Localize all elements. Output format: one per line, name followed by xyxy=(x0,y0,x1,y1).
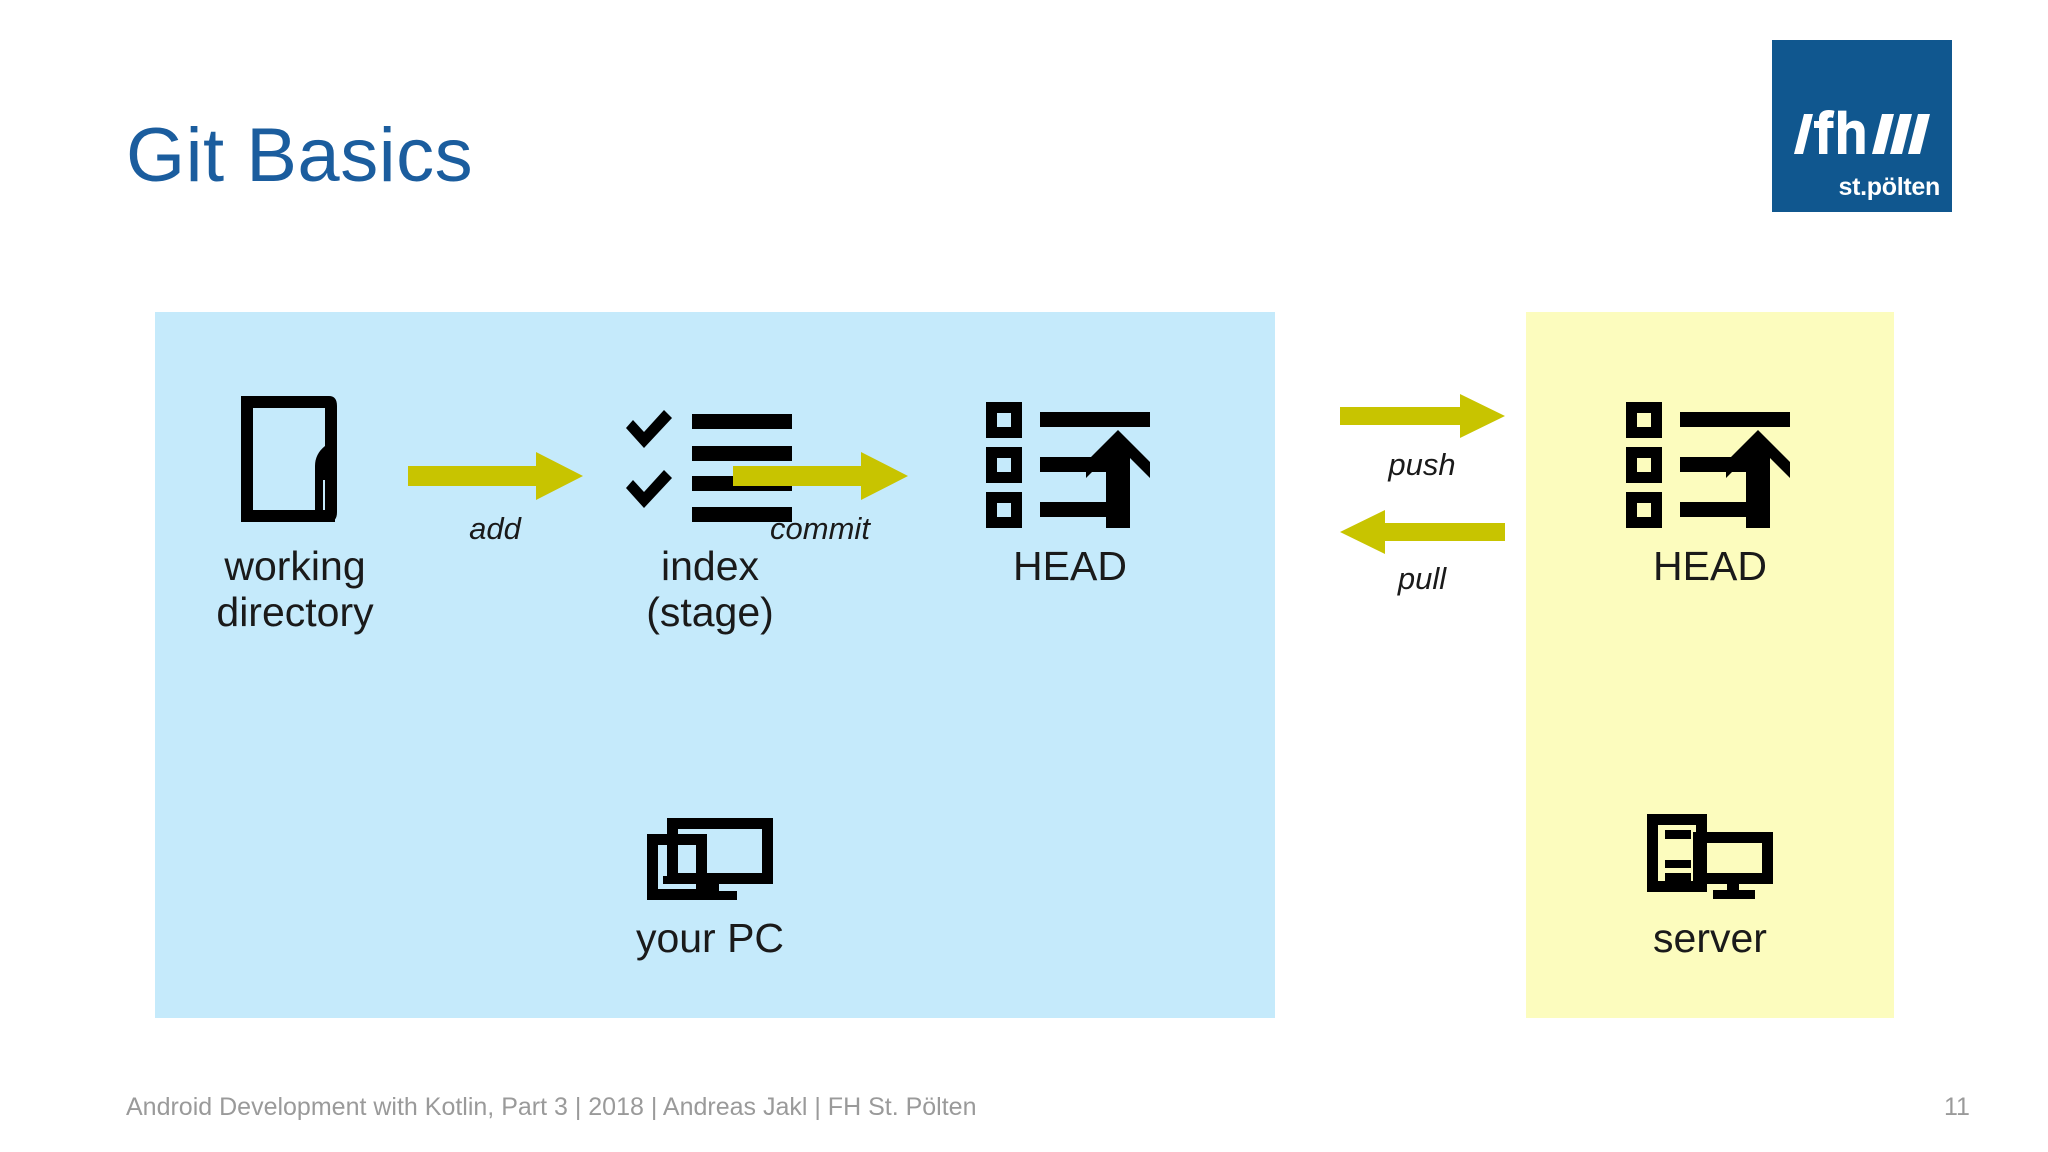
flow-push: push xyxy=(1322,394,1522,483)
flow-pull: pull xyxy=(1322,510,1522,597)
flow-add: add xyxy=(395,452,595,547)
page-title: Git Basics xyxy=(126,113,474,198)
flow-label: push xyxy=(1388,447,1456,482)
stage-label: HEAD xyxy=(1013,543,1127,589)
stage-label: HEAD xyxy=(1653,543,1767,589)
stage-icon-wrapper xyxy=(1570,380,1850,530)
remote-panel xyxy=(1526,312,1894,1018)
stage-icon-wrapper xyxy=(1570,810,1850,902)
flow-label: commit xyxy=(770,511,870,546)
stage-label: index (stage) xyxy=(646,543,774,635)
document-pen-icon xyxy=(241,396,337,522)
stage-label: your PC xyxy=(635,915,785,961)
arrow-left-icon xyxy=(1339,510,1505,554)
stage-working-directory: working directory xyxy=(155,380,435,636)
server-tower-icon xyxy=(1647,814,1773,899)
commit-list-arrow-icon xyxy=(1626,402,1790,528)
arrow-right-icon xyxy=(407,452,583,500)
desktop-pc-icon xyxy=(647,818,773,900)
stage-server: server xyxy=(1570,810,1850,962)
logo-subtitle: st.pölten xyxy=(1838,173,1941,201)
checklist-icon xyxy=(626,410,792,522)
arrow-right-icon xyxy=(1339,394,1505,438)
logo-mark-icon xyxy=(1794,110,1930,154)
footer-text: Android Development with Kotlin, Part 3 … xyxy=(126,1093,977,1121)
stage-icon-wrapper xyxy=(570,810,850,902)
page-number: 11 xyxy=(1944,1093,1970,1121)
stage-label: working directory xyxy=(216,543,374,635)
commit-list-arrow-icon xyxy=(986,402,1150,528)
stage-index: index (stage) xyxy=(570,380,850,636)
flow-label: add xyxy=(469,511,521,546)
flow-label: pull xyxy=(1397,561,1447,596)
arrow-right-icon xyxy=(732,452,908,500)
stage-icon-wrapper xyxy=(570,380,850,530)
local-panel xyxy=(155,312,1275,1018)
stage-your-pc: your PC xyxy=(570,810,850,962)
stage-head-remote: HEAD xyxy=(1570,380,1850,590)
stage-icon-wrapper xyxy=(930,380,1210,530)
stage-label: server xyxy=(1653,915,1767,961)
stage-head-local: HEAD xyxy=(930,380,1210,590)
flow-commit: commit xyxy=(720,452,920,547)
fh-stpoelten-logo: st.pölten xyxy=(1772,40,1952,212)
stage-icon-wrapper xyxy=(155,380,435,530)
